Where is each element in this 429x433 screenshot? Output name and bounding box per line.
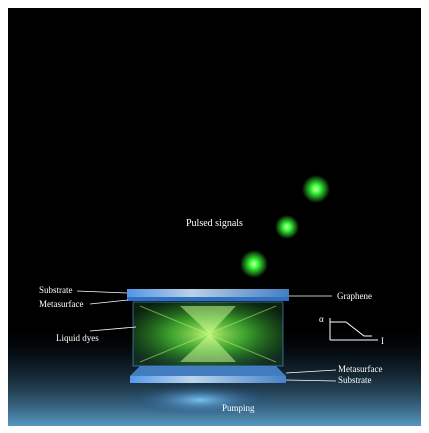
graphene-label: Graphene (337, 291, 372, 301)
metasurface-top-leader (89, 299, 129, 305)
substrate-top-label: Substrate (39, 285, 73, 295)
inset-intensity-label: I (381, 336, 384, 346)
top-substrate-layer (127, 289, 289, 297)
pumping-label: Pumping (222, 403, 255, 413)
substrate-bottom-leader (285, 379, 337, 382)
liquid-dyes-label: Liquid dyes (56, 333, 99, 343)
pulse-dot-1 (302, 175, 330, 203)
inset-curve (329, 321, 372, 340)
beam-ray-2 (139, 305, 277, 363)
substrate-top-leader (76, 290, 128, 294)
bottom-metasurface-layer (130, 366, 286, 376)
beam-cone-top (180, 306, 236, 334)
substrate-bottom-label: Substrate (338, 375, 372, 385)
pulsed-signals-label: Pulsed signals (186, 218, 243, 229)
bottom-substrate-layer (130, 376, 286, 383)
beam-cone-bottom (180, 334, 236, 362)
metasurface-bottom-leader (285, 369, 337, 374)
top-metasurface-layer (127, 297, 289, 301)
metasurface-bottom-label: Metasurface (338, 364, 382, 374)
metasurface-top-label: Metasurface (39, 299, 83, 309)
saturable-absorption-inset: α I (319, 314, 384, 346)
pulse-dot-3 (240, 250, 268, 278)
pumping-glow (130, 384, 270, 416)
pulse-dot-2 (275, 215, 299, 239)
liquid-dyes-leader (89, 326, 137, 332)
inset-alpha-label: α (319, 314, 324, 324)
